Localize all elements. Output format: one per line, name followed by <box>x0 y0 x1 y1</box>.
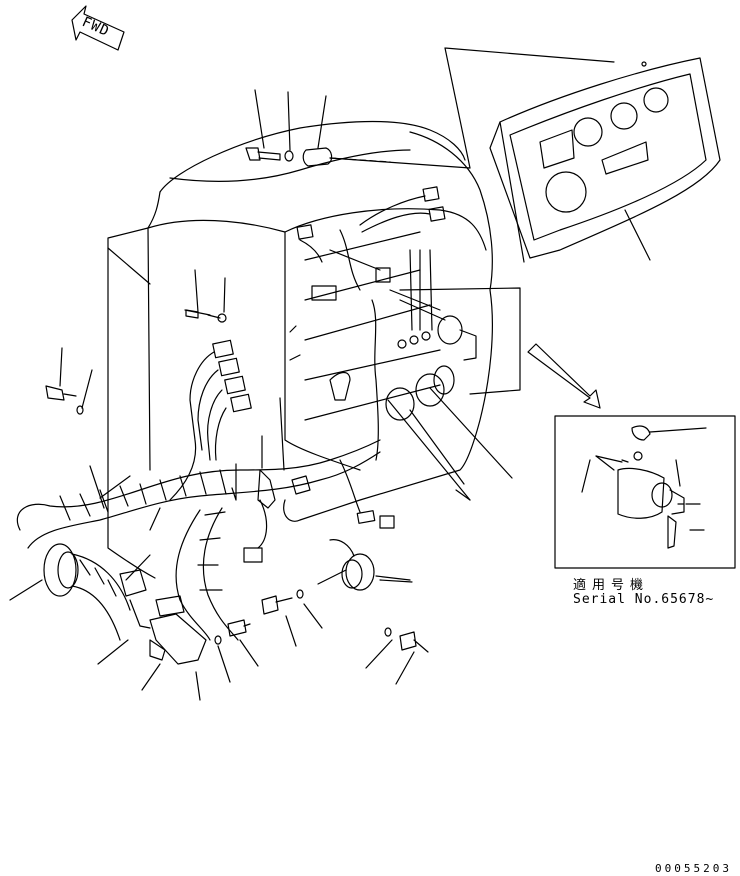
main-harness <box>16 439 395 665</box>
fwd-arrow-icon <box>71 5 125 51</box>
meter-panel <box>329 47 721 263</box>
buzzer <box>329 539 411 591</box>
relay-bank <box>169 269 252 501</box>
inset-panel <box>554 415 736 569</box>
top-fasteners <box>245 89 391 167</box>
console-body <box>107 120 493 579</box>
drawing-number: 00055203 <box>655 862 732 875</box>
serial-number-label: Serial No.65678~ <box>573 592 715 607</box>
console-connectors <box>296 186 446 461</box>
bottom-fasteners <box>214 569 429 685</box>
inset-arrow-icon <box>527 343 601 409</box>
leader-lines <box>9 397 471 701</box>
key-switch-assembly <box>385 287 521 501</box>
side-fasteners <box>45 309 199 415</box>
applies-label: 適用号機 <box>573 578 650 593</box>
